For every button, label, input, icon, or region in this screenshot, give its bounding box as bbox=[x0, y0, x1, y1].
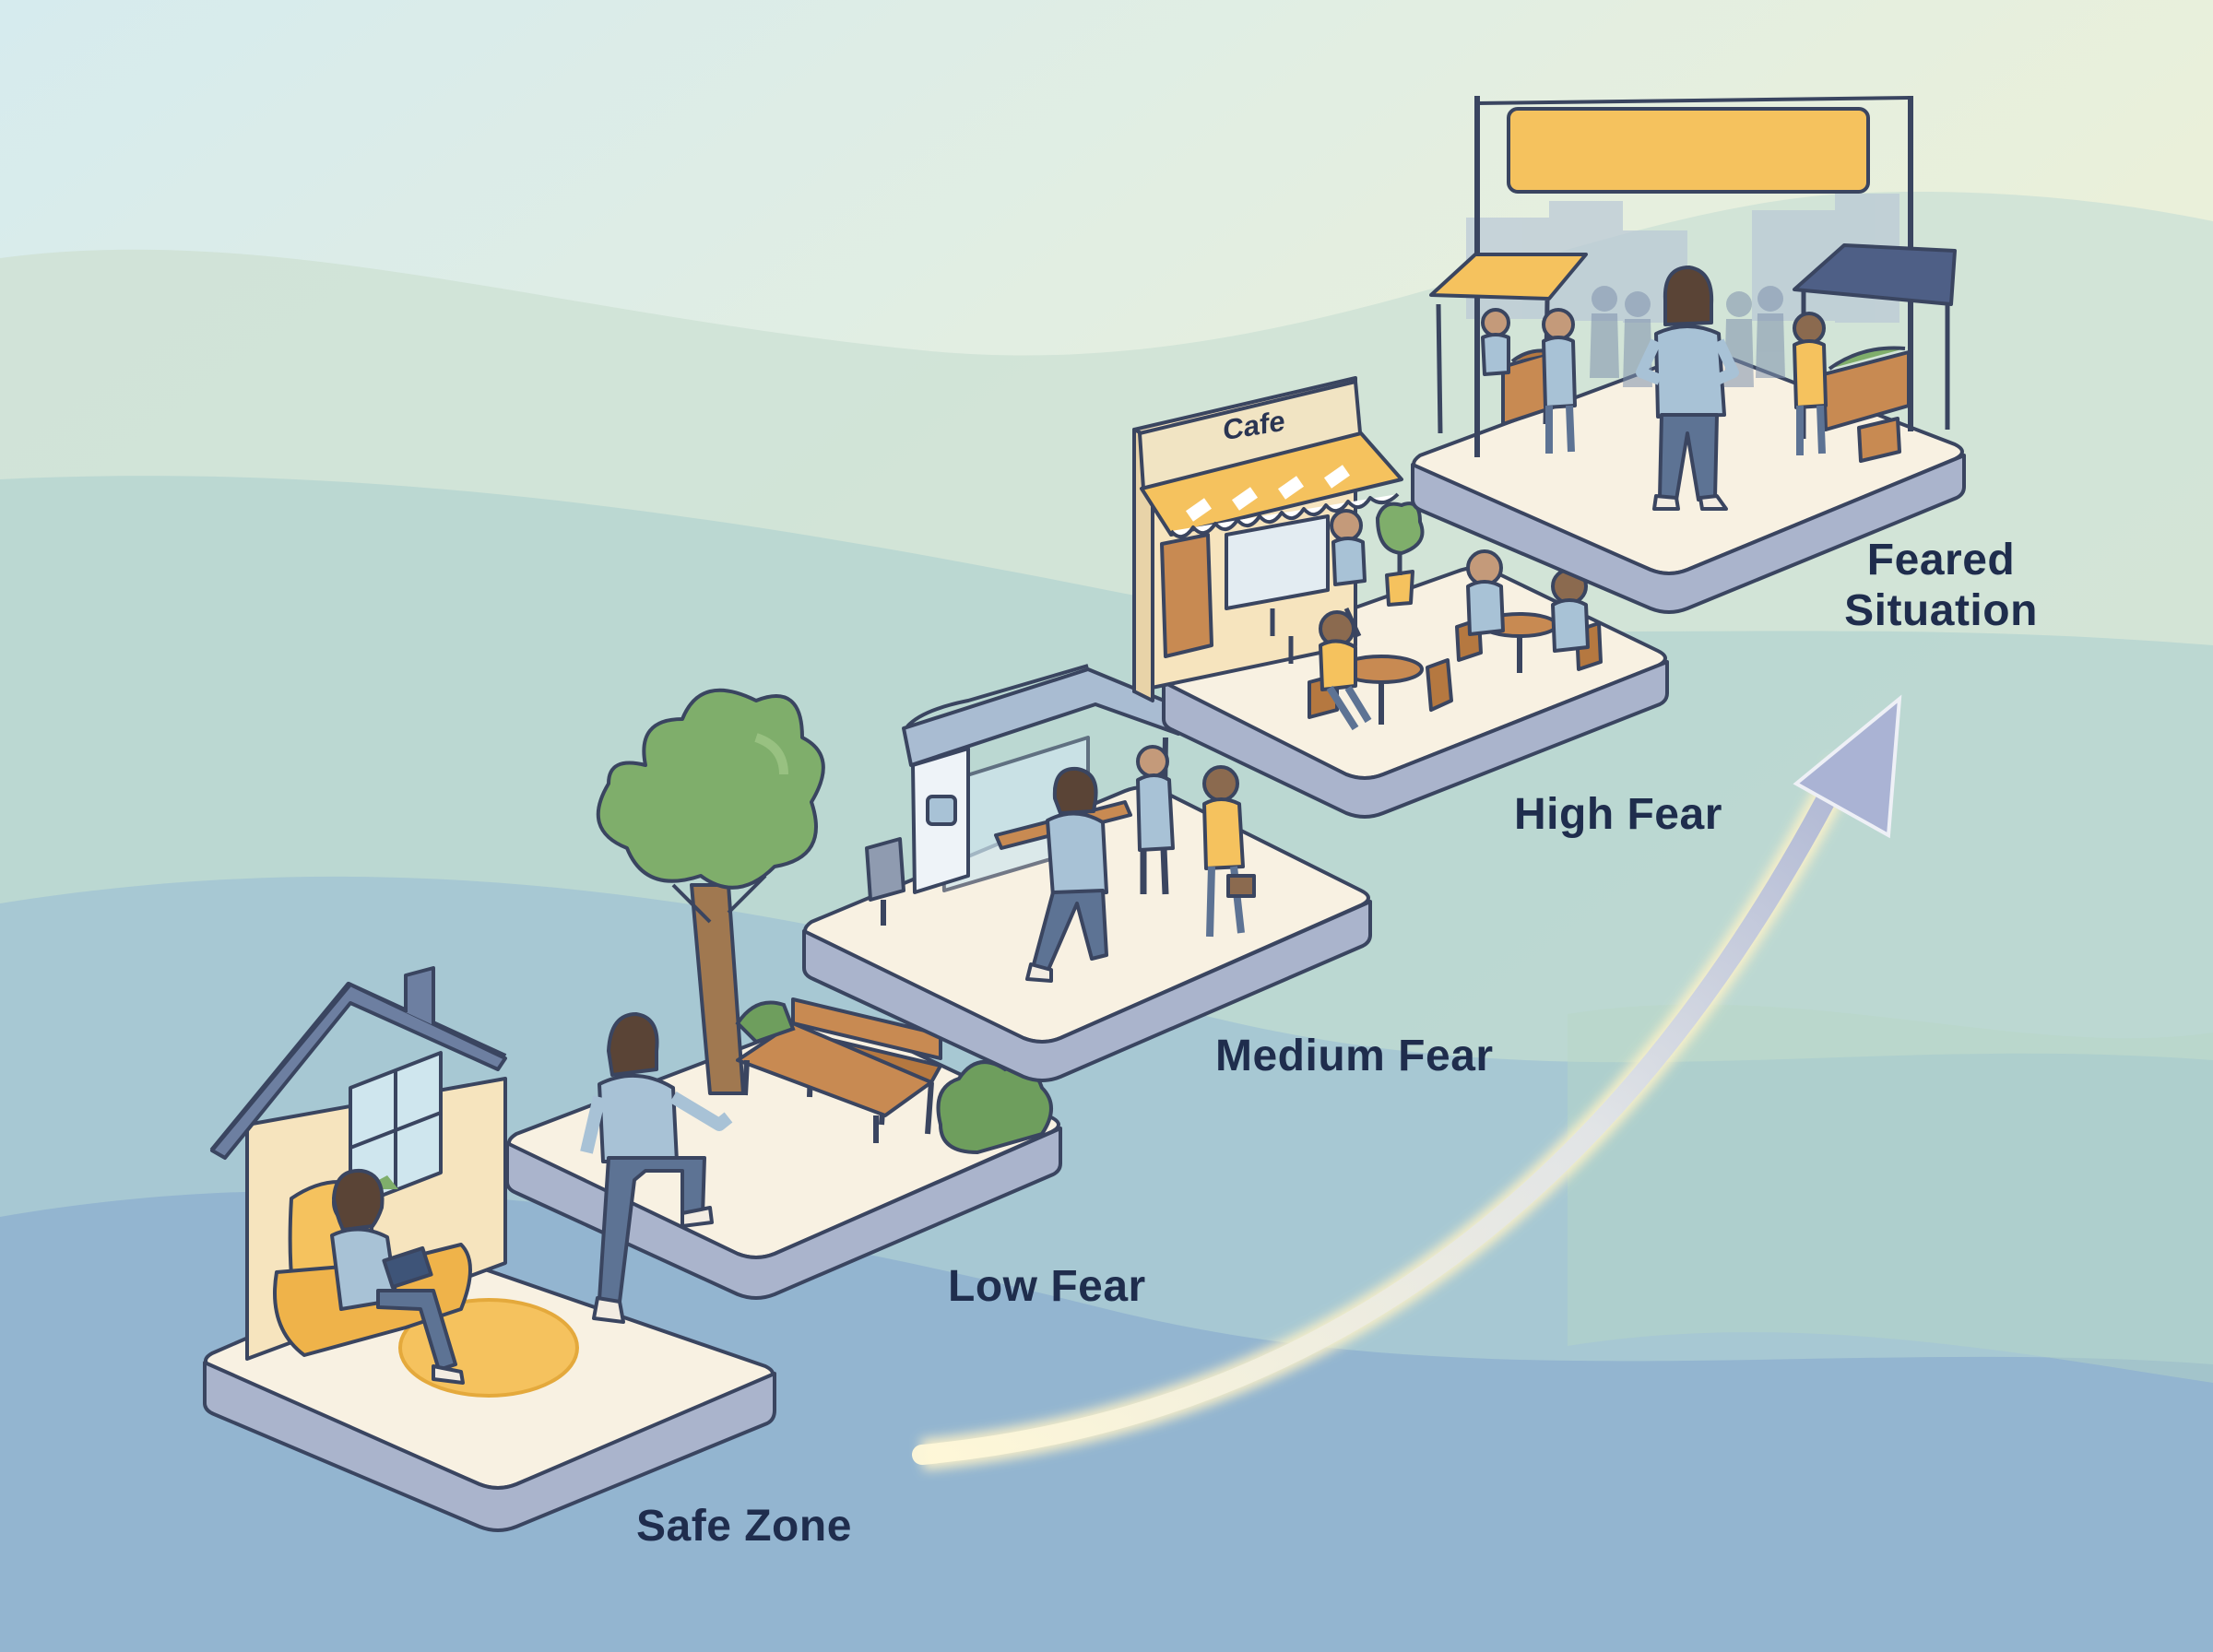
market-stalls-and-crowd bbox=[1429, 243, 1957, 463]
stall-awning-icon bbox=[1429, 253, 1588, 301]
standing-confident-person bbox=[1636, 266, 1739, 511]
cafe-storefront-icon bbox=[1132, 376, 1403, 702]
feared-label-line2: Situation bbox=[1844, 586, 2038, 636]
banner-icon bbox=[1507, 107, 1870, 194]
briefcase-icon bbox=[1226, 874, 1256, 898]
feared-label-line1: Feared bbox=[1866, 536, 2016, 584]
progress-arrow bbox=[912, 694, 1902, 1470]
arrow-head-icon bbox=[1793, 694, 1902, 839]
stage-label-high-fear: High Fear bbox=[1514, 790, 1722, 839]
reading-person-in-armchair bbox=[273, 1168, 579, 1398]
window-icon bbox=[349, 1051, 443, 1210]
stage-label-feared-situation: Feared Situation bbox=[1817, 535, 2065, 636]
stage-label-low-fear: Low Fear bbox=[948, 1262, 1146, 1311]
stage-label-safe-zone: Safe Zone bbox=[636, 1502, 852, 1551]
book-icon bbox=[382, 1245, 433, 1290]
walking-person bbox=[1025, 766, 1108, 983]
potted-plant-icon bbox=[1376, 502, 1425, 607]
park-bench-icon bbox=[736, 997, 942, 1143]
bus-sign-icon bbox=[911, 747, 970, 894]
stall-awning-icon-2 bbox=[1793, 243, 1957, 306]
tree-icon bbox=[596, 688, 825, 1095]
waiting-people bbox=[1136, 745, 1256, 938]
stage-label-medium-fear: Medium Fear bbox=[1215, 1032, 1494, 1080]
trash-bin-icon bbox=[865, 837, 905, 926]
stepping-person bbox=[580, 1012, 733, 1324]
bus-shelter-icon bbox=[902, 664, 1180, 894]
